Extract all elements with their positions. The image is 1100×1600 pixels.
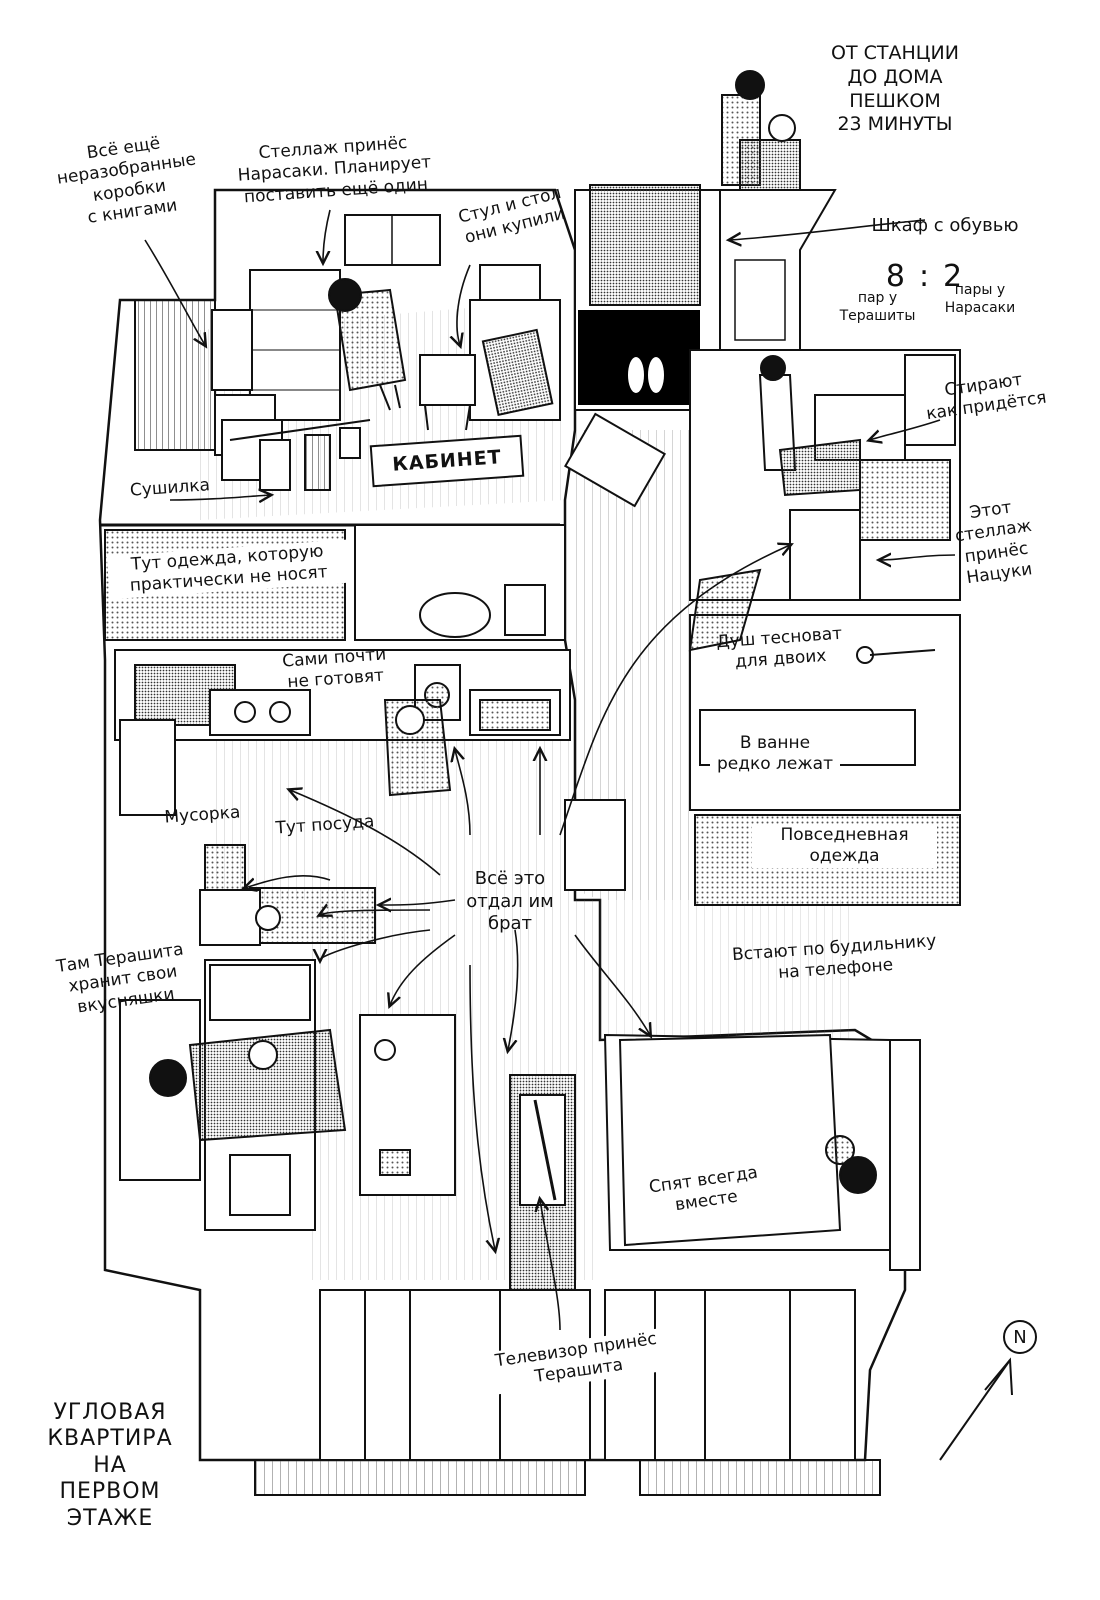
laundry-room xyxy=(689,349,961,601)
entrance-floor xyxy=(578,310,700,405)
shelf-natsuki-label: Этот стеллаж принёс Нацуки xyxy=(953,497,1034,588)
door-study xyxy=(563,412,667,508)
ratio-right: 2 xyxy=(943,259,977,294)
chair xyxy=(419,354,476,431)
station-walk-label: ОТ СТАНЦИИ ДО ДОМА ПЕШКОМ 23 МИНУТЫ xyxy=(831,42,959,136)
brother-gave-label: Всё это отдал им брат xyxy=(466,868,554,934)
balcony-rail-left xyxy=(254,1459,586,1496)
compass-north: N xyxy=(1003,1320,1037,1354)
bath-label: В ванне редко лежат xyxy=(710,733,840,776)
door-living xyxy=(564,799,626,891)
kitchen-window xyxy=(119,719,176,816)
ratio-separator: : xyxy=(918,259,944,294)
trash-bin xyxy=(204,844,246,891)
corridor-floor xyxy=(570,430,690,900)
ratio-left: 8 xyxy=(885,259,919,294)
sofa xyxy=(204,959,316,1231)
desk xyxy=(469,264,561,421)
tv-stand xyxy=(509,1074,576,1291)
drying-rack xyxy=(229,419,371,491)
front-door xyxy=(589,184,701,306)
bedroom-shelf xyxy=(889,1039,921,1271)
annotation-arrows xyxy=(144,209,956,1331)
sleeping-couple xyxy=(825,1135,877,1194)
apartment-label: УГЛОВАЯ КВАРТИРА НА ПЕРВОМ ЭТАЖЕ xyxy=(47,1400,173,1531)
laundry-couple xyxy=(758,355,861,497)
bedroom-floor xyxy=(600,900,855,1040)
shoe-left xyxy=(628,357,644,393)
couple-on-sofa xyxy=(149,1028,347,1142)
balcony-rail-right xyxy=(639,1459,881,1496)
coffee-table xyxy=(359,1014,456,1196)
shoe-cabinet-label: Шкаф с обувью xyxy=(871,215,1019,236)
kitchen-counter xyxy=(114,649,571,741)
toilet-room xyxy=(354,524,566,641)
snack-cabinet xyxy=(199,889,261,946)
shoe-ratio: 8:2 xyxy=(866,259,996,294)
person-at-sink xyxy=(383,699,452,797)
shoe-cabinet xyxy=(719,189,837,351)
pairs-terashima-label: пар у Терашиты xyxy=(839,290,916,324)
kitchen-floor xyxy=(210,740,570,900)
pairs-narasaki-label: пары у Нарасаки xyxy=(944,282,1016,316)
person-at-shelf xyxy=(328,278,407,411)
shoe-right xyxy=(648,357,664,393)
everyday-clothes-label: Повседневная одежда xyxy=(752,825,937,868)
standing-couple xyxy=(721,70,801,191)
north-arrow xyxy=(939,1357,1013,1461)
